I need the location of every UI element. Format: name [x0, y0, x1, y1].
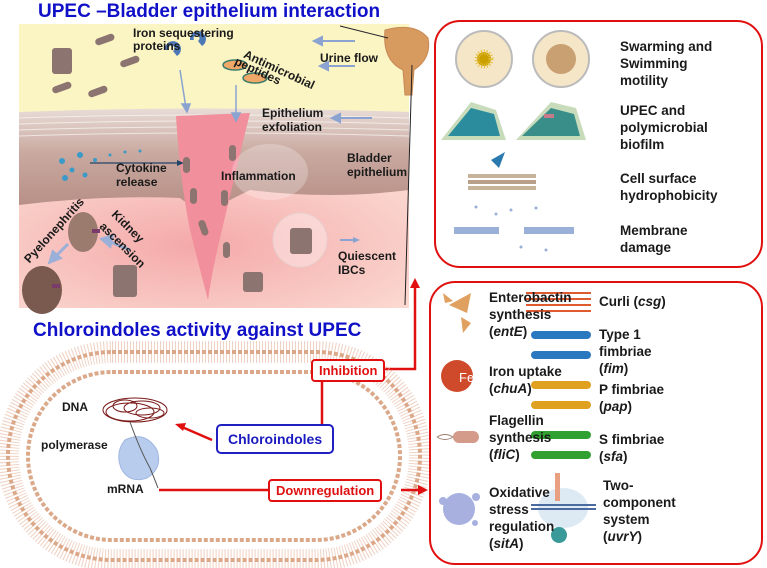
phenotype-swarming-line1: Swarming and — [620, 39, 713, 54]
downregulation-tag: Downregulation — [268, 479, 383, 502]
gene-entE: (entE) — [489, 324, 528, 339]
label-bladder-epithelium: epithelium — [347, 165, 408, 179]
label-iron-sequestering: Iron sequestering — [133, 26, 234, 40]
gene-uvrY: (uvrY) — [603, 529, 643, 544]
gene-sitA: (sitA) — [489, 536, 524, 551]
cytokine-dots — [59, 149, 142, 181]
antimicrobial-peptide-icon — [222, 59, 268, 84]
iron-sequestering-protein-icon — [164, 31, 206, 56]
label-urine-flow: Urine flow — [320, 51, 379, 65]
petri-dish-icon — [455, 30, 590, 88]
damaged-kidney-icon — [22, 266, 62, 314]
gene-flagellin-line2: synthesis — [489, 430, 552, 445]
gene-twocomp-line3: system — [603, 512, 650, 527]
phenotype-hydrophobicity-line1: Cell surface — [620, 171, 697, 186]
membrane-icon — [454, 205, 574, 252]
hydrophobicity-icon — [468, 152, 536, 190]
inhibition-tag: Inhibition — [311, 359, 386, 382]
gene-twocomp-line2: component — [603, 495, 676, 510]
gene-twocomp-line1: Two- — [603, 478, 634, 493]
phenotype-membrane-line2: damage — [620, 240, 672, 255]
gene-type1-line2: fimbriae — [599, 344, 652, 359]
urine-region — [19, 24, 409, 119]
chloroindoles-tag: Chloroindoles — [216, 424, 335, 454]
phenotype-biofilm-line2: polymicrobial — [620, 120, 708, 135]
label-polymerase: polymerase — [41, 438, 108, 452]
gene-pfimbriae-line1: P fimbriae — [599, 382, 665, 397]
phenotype-biofilm-line1: UPEC and — [620, 103, 686, 118]
gene-fliC: (fliC) — [489, 447, 520, 462]
label-epithelium: Epithelium — [262, 106, 324, 120]
two-component-icon — [531, 473, 596, 543]
gene-pap: (pap) — [599, 399, 633, 414]
phenotype-swarming-line3: motility — [620, 73, 669, 88]
phenotype-box: Swarming and Swimming motility UPEC and … — [434, 20, 763, 268]
label-mrna: mRNA — [107, 482, 144, 496]
gene-flagellin-line1: Flagellin — [489, 413, 544, 428]
gene-curli: Curli (csg) — [599, 294, 666, 309]
phenotype-swarming-line2: Swimming — [620, 56, 688, 71]
type1-fimbriae-icon — [531, 331, 591, 359]
inflammation-area — [232, 144, 308, 200]
label-cytokine: Cytokine — [116, 161, 167, 175]
label-dna: DNA — [62, 400, 88, 414]
kidney-icon — [68, 212, 98, 252]
label-iron-proteins: proteins — [133, 39, 181, 53]
gene-sfimbriae-line1: S fimbriae — [599, 432, 665, 447]
dna-icon — [102, 397, 168, 423]
bottom-panel-title: Chloroindoles activity against UPEC — [33, 320, 362, 341]
gene-icons — [436, 292, 596, 543]
p-fimbriae-icon — [531, 381, 591, 409]
gene-box: Fe Enterobactin synthesis (entE) Iron up… — [429, 281, 763, 565]
label-ibcs: IBCs — [338, 263, 366, 277]
bacteria-cluster — [52, 33, 140, 98]
flagellum-icon — [436, 431, 479, 443]
gene-oxidative-line1: Oxidative — [489, 485, 550, 500]
gene-chuA: (chuA) — [489, 381, 532, 396]
bladder-organ-icon — [339, 25, 430, 306]
curli-icon — [526, 292, 591, 312]
gene-oxidative-line3: regulation — [489, 519, 555, 534]
gene-iron-line1: Iron uptake — [489, 364, 562, 379]
gene-enterobactin-line2: synthesis — [489, 307, 552, 322]
label-bladder: Bladder — [347, 151, 392, 165]
enterobactin-icon — [443, 293, 471, 333]
gene-type1-line1: Type 1 — [599, 327, 641, 342]
biofilm-icon — [441, 102, 586, 140]
label-release: release — [116, 175, 158, 189]
top-panel-title: UPEC –Bladder epithelium interaction — [38, 1, 381, 22]
label-inflammation: Inflammation — [221, 169, 296, 183]
phenotype-icons — [441, 30, 590, 252]
phenotype-membrane-line1: Membrane — [620, 223, 688, 238]
gene-oxidative-line2: stress — [489, 502, 529, 517]
polymerase-icon — [118, 421, 160, 489]
gene-sfa: (sfa) — [599, 449, 628, 464]
phenotype-hydrophobicity-line2: hydrophobicity — [620, 188, 718, 203]
phenotype-biofilm-line3: biofilm — [620, 137, 665, 152]
s-fimbriae-icon — [531, 431, 591, 459]
ros-icon — [439, 493, 480, 526]
gene-fim: (fim) — [599, 361, 629, 376]
iron-fe-icon — [441, 360, 473, 392]
gene-enterobactin-line1: Enterobactin — [489, 290, 572, 305]
iron-fe-label: Fe — [459, 370, 475, 385]
urine-flow-arrows — [311, 35, 372, 124]
bacterial-cell-membrane — [0, 341, 431, 568]
label-quiescent: Quiescent — [338, 249, 397, 263]
label-exfoliation: exfoliation — [262, 120, 323, 134]
